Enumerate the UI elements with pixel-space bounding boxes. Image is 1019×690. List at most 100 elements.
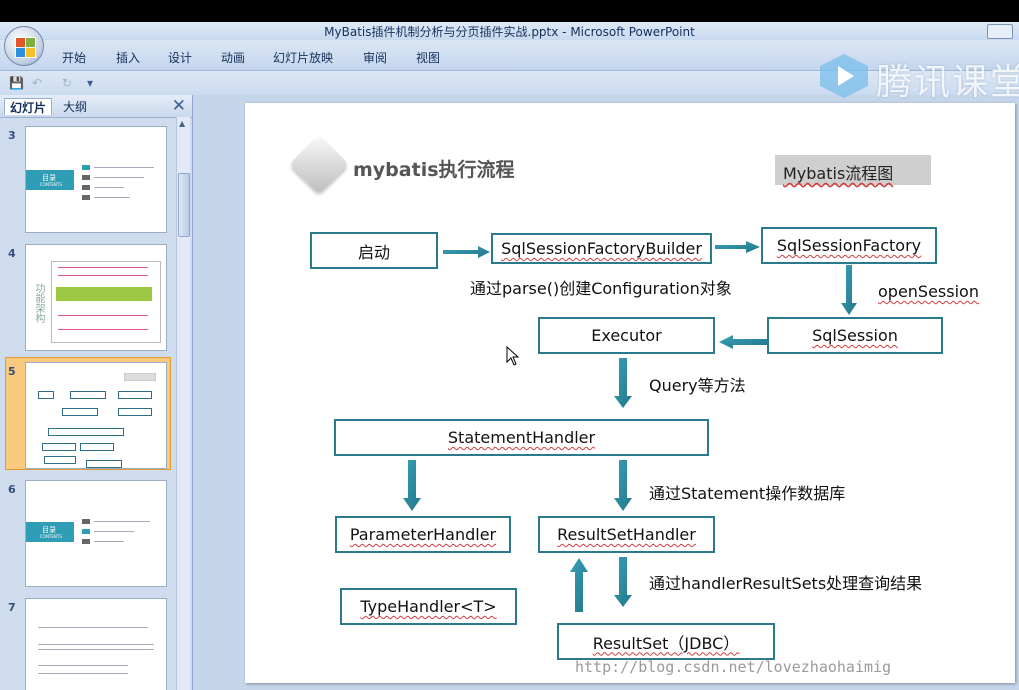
note-handle-results: 通过handlerResultSets处理查询结果	[649, 574, 923, 593]
box-start-text: 启动	[357, 242, 390, 262]
slide-number: 6	[8, 483, 16, 496]
thumb-box	[124, 373, 156, 381]
slide-number: 3	[8, 129, 16, 142]
mouse-pointer-icon	[506, 346, 520, 366]
tab-animations[interactable]: 动画	[221, 51, 246, 65]
thumb-box	[70, 391, 106, 399]
tab-review[interactable]: 审阅	[363, 51, 388, 65]
close-icon[interactable]: ✕	[171, 96, 186, 116]
brand-text: 腾讯课堂	[876, 62, 1019, 103]
thumb-line	[94, 531, 134, 532]
box-start: 启动	[310, 232, 438, 269]
panel-scrollbar[interactable]: ▲	[176, 117, 190, 690]
slide-thumbnail-5[interactable]	[25, 362, 167, 469]
thumb-subtitle: CONTENTS	[40, 182, 62, 187]
arrow-right	[715, 241, 760, 253]
thumb-box	[86, 460, 122, 468]
box-resultset-jdbc: ResultSet（JDBC）	[557, 623, 775, 660]
thumb-line	[58, 275, 148, 276]
thumb-line	[94, 167, 154, 168]
thumb-box	[80, 443, 114, 451]
tab-design[interactable]: 设计	[168, 51, 193, 65]
thumb-box	[42, 443, 76, 451]
thumb-line	[38, 627, 148, 628]
arrow-down	[841, 265, 857, 315]
box-sqlsessionfactory: SqlSessionFactory	[761, 227, 937, 264]
box-typehandler: TypeHandler<T>	[340, 588, 517, 625]
minimize-button[interactable]	[987, 24, 1013, 39]
thumb-line	[58, 329, 148, 330]
thumb-line	[38, 644, 154, 645]
scroll-up-icon[interactable]: ▲	[179, 119, 186, 128]
save-icon[interactable]: 💾	[9, 76, 24, 90]
thumb-title: 目录	[42, 174, 56, 182]
slide-thumbnail-list: 3 目录 CONTENTS 4 功能架构 5	[0, 117, 176, 690]
thumb-bullet	[82, 539, 90, 544]
thumb-bullet	[82, 529, 90, 534]
thumb-line	[38, 665, 128, 666]
arrow-down	[614, 460, 632, 511]
window-title: MyBatis插件机制分析与分页插件实战.pptx - Microsoft Po…	[324, 25, 695, 39]
redo-icon[interactable]: ↻	[62, 76, 73, 90]
thumb-title-block	[26, 522, 74, 542]
thumb-bullet	[82, 195, 90, 200]
tencent-classroom-watermark: 腾讯课堂	[818, 48, 1019, 104]
slides-panel: 幻灯片 大纲 ✕ 3 目录 CONTENTS 4 功能架构	[0, 95, 193, 690]
thumb-bullet	[82, 175, 90, 180]
box-resultset-text: ResultSet（JDBC）	[592, 633, 740, 653]
thumb-line	[94, 187, 124, 188]
slide-number: 5	[8, 365, 16, 378]
box-sqlsession-text: SqlSession	[812, 326, 898, 345]
arrow-down	[614, 358, 632, 408]
box-parameterhandler: ParameterHandler	[335, 516, 511, 553]
thumb-title: 目录	[42, 526, 56, 534]
thumb-line	[58, 315, 148, 316]
thumb-line	[94, 521, 150, 522]
thumb-line	[38, 673, 128, 674]
arrow-left	[719, 335, 767, 349]
thumb-line	[38, 649, 154, 650]
thumb-side-label: 功能架构	[33, 283, 44, 323]
customize-toolbar-icon[interactable]: ▾	[87, 76, 94, 90]
thumb-green-band	[56, 287, 152, 301]
undo-icon[interactable]: ↶	[32, 76, 43, 90]
slide-thumbnail-4[interactable]: 功能架构	[25, 244, 167, 351]
box-builder-text: SqlSessionFactoryBuilder	[501, 239, 702, 258]
thumb-box	[62, 408, 98, 416]
tab-slides[interactable]: 幻灯片	[4, 98, 53, 115]
note-parse: 通过parse()创建Configuration对象	[470, 279, 732, 298]
slide-number: 7	[8, 601, 16, 614]
top-black-strip	[0, 0, 1019, 22]
thumb-line	[94, 541, 124, 542]
arrow-up	[570, 558, 588, 612]
title-bar: MyBatis插件机制分析与分页插件实战.pptx - Microsoft Po…	[0, 22, 1019, 40]
scrollbar-thumb[interactable]	[178, 173, 190, 237]
flowchart-label-text: Mybatis流程图	[783, 164, 894, 183]
tab-home[interactable]: 开始	[62, 51, 87, 65]
box-statementhandler: StatementHandler	[334, 419, 709, 456]
arrow-down	[403, 460, 421, 511]
office-logo-icon-part	[25, 47, 36, 58]
note-opensession: openSession	[878, 282, 979, 301]
office-button[interactable]	[4, 26, 44, 66]
panel-tabs: 幻灯片 大纲 ✕	[0, 95, 192, 118]
slide-thumbnail-6[interactable]: 目录 CONTENTS	[25, 480, 167, 587]
tab-outline[interactable]: 大纲	[63, 100, 88, 114]
thumb-line	[94, 177, 144, 178]
thumb-box	[118, 408, 152, 416]
box-executor-text: Executor	[591, 326, 662, 345]
slide-thumbnail-3[interactable]: 目录 CONTENTS	[25, 126, 167, 233]
tab-view[interactable]: 视图	[416, 51, 441, 65]
play-icon	[820, 54, 868, 98]
box-factory-text: SqlSessionFactory	[776, 236, 922, 255]
slide-thumbnail-7[interactable]	[25, 598, 167, 690]
box-resultsethandler: ResultSetHandler	[538, 516, 715, 553]
thumb-box	[38, 391, 54, 399]
tab-slideshow[interactable]: 幻灯片放映	[273, 51, 334, 65]
note-statement-operation: 通过Statement操作数据库	[649, 484, 846, 503]
current-slide[interactable]	[245, 103, 1015, 683]
box-typehandler-text: TypeHandler<T>	[360, 597, 497, 616]
box-statement-text: StatementHandler	[447, 428, 596, 447]
tab-insert[interactable]: 插入	[116, 51, 141, 65]
